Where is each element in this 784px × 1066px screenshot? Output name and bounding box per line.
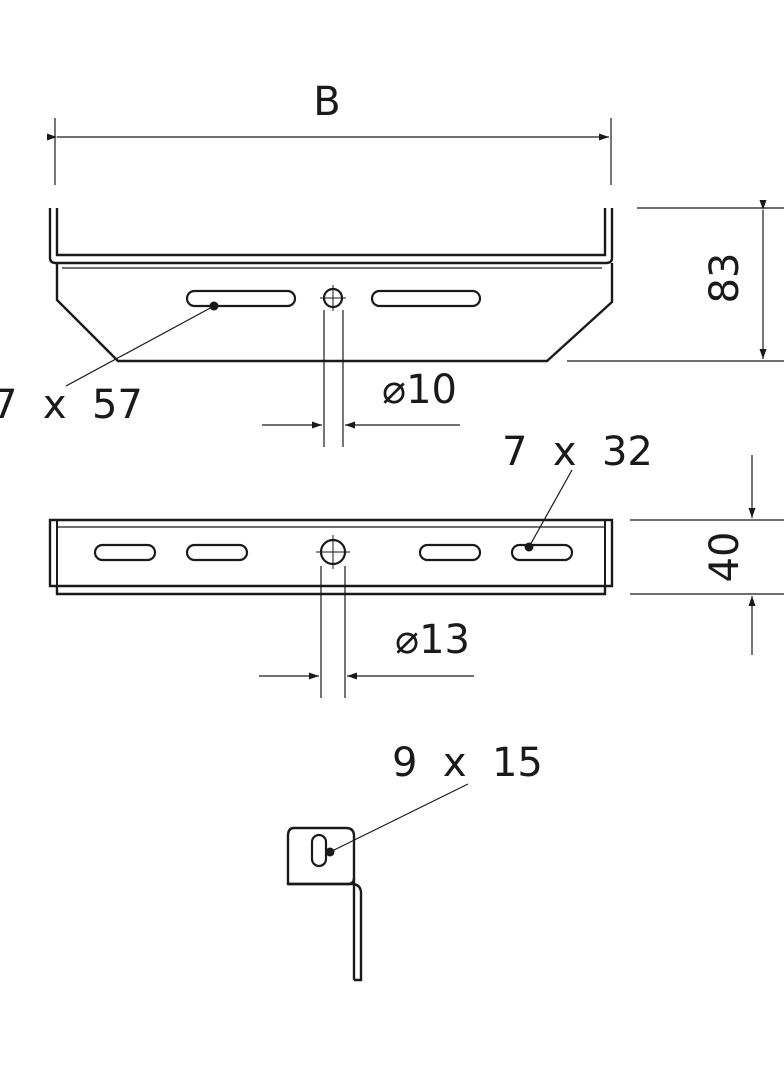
side-profile-outer [294,826,356,980]
slot-mid-3 [418,543,482,562]
slot-bottom-leader [329,783,469,853]
side-profile-inner [288,882,363,982]
bracket-body [55,263,614,363]
slot-mid-leader [528,469,573,548]
slot-left [185,289,297,308]
height-top-label: 83 [702,253,748,304]
slot-mid-leader-dot [524,542,534,552]
bracket-flange-inner [55,208,607,257]
front-view: B 83 7 x 57 ⌀10 [0,79,784,447]
slot-mid-4 [510,543,574,562]
top-view: 7 x 32 40 ⌀13 [48,429,784,698]
slot-top-leader-dot [209,301,219,311]
bracket-flange [48,208,614,265]
bracket-top-outline [48,518,614,588]
hole-top-label: ⌀10 [382,367,457,413]
slot-mid-1 [93,543,157,562]
side-view: 9 x 15 [286,740,543,982]
hole-mid-label: ⌀13 [395,617,470,663]
width-label: B [313,79,340,125]
slot-top-leader [65,305,215,387]
slot-mid-label: 7 x 32 [502,429,653,475]
bracket-top-lip [55,586,607,596]
slot-bottom-leader-dot [325,847,335,857]
side-slot [310,833,328,868]
slot-bottom-label: 9 x 15 [392,740,543,786]
slot-mid-2 [185,543,249,562]
slot-right [370,289,482,308]
height-mid-label: 40 [702,532,748,583]
slot-top-label: 7 x 57 [0,382,143,428]
